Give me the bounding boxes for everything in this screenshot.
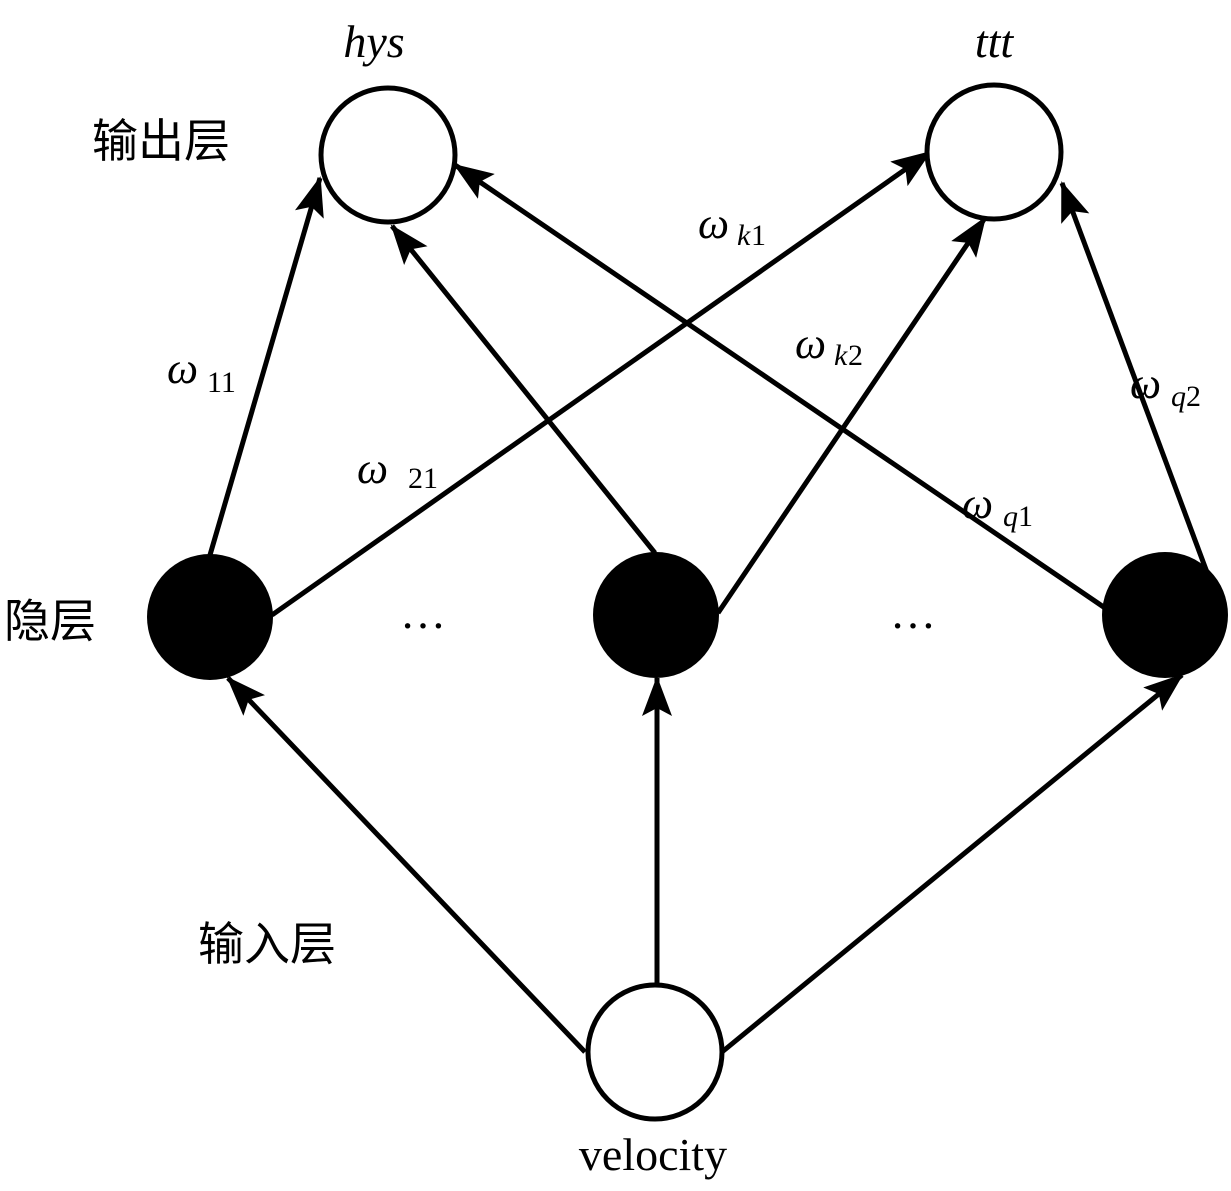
input-node-velocity bbox=[585, 982, 725, 1122]
output-label-hys: hys bbox=[343, 16, 404, 67]
svg-text:21: 21 bbox=[408, 462, 438, 495]
output-node-hys bbox=[318, 85, 458, 225]
svg-text:ω: ω bbox=[1130, 359, 1161, 408]
output-node-ttt bbox=[924, 82, 1064, 222]
weight-label-w21: ω 21 bbox=[357, 444, 438, 495]
svg-text:k: k bbox=[737, 219, 751, 252]
svg-text:11: 11 bbox=[207, 366, 236, 399]
layer-label-hidden: 隐层 bbox=[4, 594, 96, 648]
svg-text:q: q bbox=[1171, 380, 1186, 413]
svg-text:ω: ω bbox=[698, 199, 729, 248]
edge-h2-out1 bbox=[390, 224, 657, 555]
svg-text:2: 2 bbox=[848, 339, 863, 372]
svg-text:2: 2 bbox=[1186, 380, 1201, 413]
svg-text:ω: ω bbox=[795, 319, 826, 368]
hidden-node-2 bbox=[593, 552, 719, 678]
edge-in-h3 bbox=[720, 673, 1184, 1054]
weight-label-wk1: ω k 1 bbox=[698, 199, 766, 252]
hidden-node-3 bbox=[1102, 552, 1228, 678]
svg-text:ω: ω bbox=[167, 344, 198, 393]
edge-h1-out2 bbox=[270, 149, 932, 618]
svg-text:q: q bbox=[1003, 500, 1018, 533]
svg-text:1: 1 bbox=[751, 219, 766, 252]
svg-text:ω: ω bbox=[962, 479, 993, 528]
output-label-ttt: ttt bbox=[975, 16, 1015, 67]
weight-label-wk2: ω k 2 bbox=[795, 319, 863, 372]
ellipsis-left: … bbox=[400, 587, 446, 638]
edge-in-h1 bbox=[226, 676, 587, 1054]
weight-label-wq2: ω q 2 bbox=[1130, 359, 1201, 413]
edge-h1-out1 bbox=[207, 176, 324, 556]
input-label-velocity: velocity bbox=[579, 1129, 727, 1180]
edge-h3-out2 bbox=[1059, 181, 1211, 576]
layer-label-output: 输出层 bbox=[92, 114, 230, 168]
layer-label-input: 输入层 bbox=[198, 917, 336, 971]
edge-h3-out1 bbox=[453, 162, 1110, 613]
svg-text:k: k bbox=[834, 339, 848, 372]
weight-label-w11: ω 11 bbox=[167, 344, 236, 399]
hidden-node-1 bbox=[147, 554, 273, 680]
ellipsis-right: … bbox=[890, 587, 936, 638]
svg-text:ω: ω bbox=[357, 444, 388, 493]
svg-text:1: 1 bbox=[1018, 500, 1033, 533]
edge-h2-out2 bbox=[715, 216, 988, 615]
weight-label-wq1: ω q 1 bbox=[962, 479, 1033, 533]
